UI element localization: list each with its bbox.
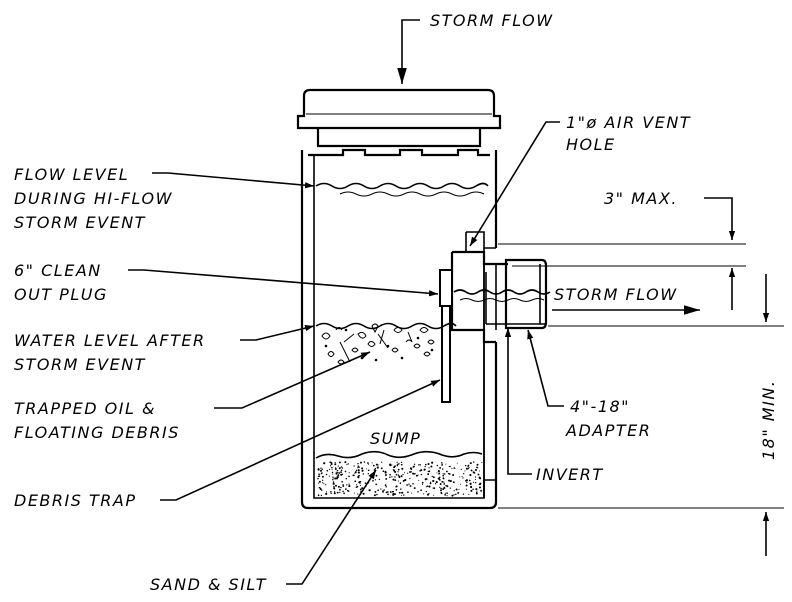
leader-adapter xyxy=(527,329,564,407)
sand-silt-layer xyxy=(315,450,483,497)
leader-air-vent xyxy=(469,121,560,247)
label-3-max: 3" MAX. xyxy=(604,189,678,208)
leader-sand-silt xyxy=(286,469,377,585)
label-clean-out-2: OUT PLUG xyxy=(14,285,108,304)
label-trapped-oil-1: TRAPPED OIL & xyxy=(14,399,156,418)
inlet-grate xyxy=(296,88,502,148)
label-trapped-oil-2: FLOATING DEBRIS xyxy=(14,423,180,442)
label-adapter-2: ADAPTER xyxy=(565,421,651,440)
after-storm-water-level xyxy=(315,322,457,330)
floating-debris xyxy=(321,323,435,365)
label-adapter-1: 4"-18" xyxy=(570,397,630,416)
label-clean-out-1: 6" CLEAN xyxy=(14,261,102,280)
sand-dots xyxy=(317,461,483,497)
storm-flow-in-arrow xyxy=(397,19,420,84)
label-sand-silt: SAND & SILT xyxy=(150,575,267,594)
leader-flow-level xyxy=(152,172,315,189)
label-air-vent-2: HOLE xyxy=(566,135,616,154)
leader-trapped-oil xyxy=(214,351,371,409)
leader-debris-trap xyxy=(160,379,441,501)
label-storm-flow-top: STORM FLOW xyxy=(430,11,554,30)
label-debris-trap: DEBRIS TRAP xyxy=(14,491,136,510)
clean-out-plug xyxy=(439,269,453,307)
label-sump: SUMP xyxy=(370,429,421,448)
pipe-water-level xyxy=(453,289,551,302)
leader-clean-out xyxy=(128,269,439,297)
outlet-assembly xyxy=(450,231,548,344)
hi-flow-water-level xyxy=(315,182,489,197)
label-invert: INVERT xyxy=(536,465,604,484)
label-flow-level-2: DURING HI-FLOW xyxy=(14,189,173,208)
leader-water-level xyxy=(240,325,315,341)
label-18-min: 18" MIN. xyxy=(759,380,778,460)
arrow-3-max xyxy=(704,197,736,240)
debris-trap-baffle xyxy=(441,305,451,403)
label-water-level-2: STORM EVENT xyxy=(14,355,146,374)
leader-invert xyxy=(504,328,532,475)
label-flow-level-3: STORM EVENT xyxy=(14,213,146,232)
label-storm-flow-right: STORM FLOW xyxy=(554,285,678,304)
label-flow-level-1: FLOW LEVEL xyxy=(14,165,129,184)
label-water-level-1: WATER LEVEL AFTER xyxy=(14,331,206,350)
label-air-vent-1: 1"ø AIR VENT xyxy=(566,113,691,132)
